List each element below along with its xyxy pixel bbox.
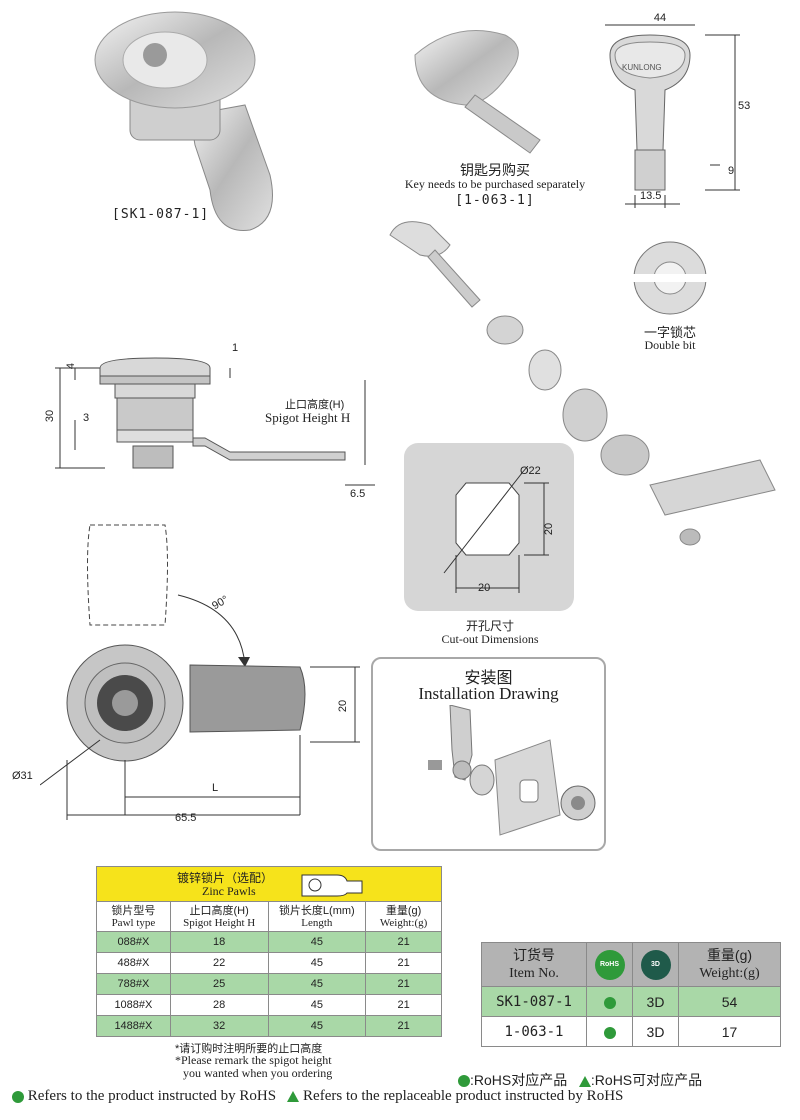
- table-row: 1-063-1 3D 17: [481, 1016, 781, 1047]
- rohs-badge-icon: RoHS: [594, 949, 625, 980]
- legend-cn: :RoHS对应产品 :RoHS可对应产品: [458, 1070, 702, 1090]
- pawl-note-en1: *Please remark the spigot height: [175, 1053, 332, 1067]
- side-view-drawing: [55, 357, 375, 486]
- pawl-col-spigot: 止口高度(H)Spigot Height H: [169, 901, 269, 932]
- install-title-en: Installation Drawing: [418, 684, 559, 703]
- front-total-length: 65.5: [175, 812, 197, 824]
- lock-code: [SK1-087-1]: [112, 207, 210, 222]
- cutout-height: 20: [543, 522, 556, 536]
- legend-en: Refers to the product instructed by RoHS…: [12, 1088, 623, 1105]
- pawl-note-en2: you wanted when you ordering: [183, 1066, 333, 1080]
- legend-rohs-en: Refers to the product instructed by RoHS: [27, 1088, 277, 1104]
- front-width-20: 20: [337, 699, 350, 713]
- front-view-drawing: [40, 524, 360, 820]
- rohs-triangle-icon: [578, 1075, 591, 1087]
- cutout-diameter: Ø22: [520, 465, 541, 477]
- exploded-view: [389, 221, 776, 546]
- key-note-cn: 钥匙另购买: [460, 162, 530, 178]
- side-dim-1: 1: [232, 342, 239, 354]
- key-dim-height: 53: [738, 100, 751, 112]
- rohs-dot-icon: [458, 1075, 470, 1088]
- pawl-col-length: 锁片长度L(mm)Length: [267, 901, 367, 932]
- rohs-triangle-icon: [287, 1091, 300, 1103]
- installation-drawing: [428, 705, 596, 836]
- cutout-width: 20: [478, 582, 491, 594]
- cam-lock-photo: [94, 11, 273, 231]
- cutout-drawing: [443, 472, 549, 593]
- double-bit-drawing: [630, 241, 710, 315]
- front-diameter: Ø31: [12, 770, 33, 782]
- side-dim-30: 30: [44, 409, 57, 423]
- key-dimension-drawing: [605, 24, 740, 208]
- key-dim-base: 13.5: [640, 190, 662, 202]
- side-dim-3: 3: [83, 412, 90, 424]
- table-row: SK1-087-1 3D 54: [481, 986, 781, 1017]
- key-brand: KUNLONG: [622, 63, 662, 72]
- install-title-cn: 安装图: [464, 670, 513, 687]
- pawl-col-weight: 重量(g)Weight:(g): [365, 901, 442, 932]
- double-bit-cn: 一字锁芯: [643, 325, 696, 340]
- pawl-title-en: Zinc Pawls: [202, 884, 256, 898]
- legend-rohs3d-en: Refers to the replaceable product instru…: [303, 1088, 624, 1104]
- pawl-title-cn: 镀锌锁片（选配）: [177, 871, 274, 885]
- key-dim-tip: 9: [728, 165, 735, 177]
- rohs-dot-icon: [603, 1026, 616, 1039]
- rohs-dot-icon: [12, 1090, 24, 1103]
- order-col-rohs: RoHS: [586, 942, 633, 987]
- pawl-icon: [301, 874, 363, 897]
- key-note-en: Key needs to be purchased separately: [404, 177, 586, 191]
- spigot-label-en: Spigot Height H: [265, 410, 351, 425]
- rohs-dot-icon: [603, 996, 616, 1009]
- front-length-L: L: [212, 782, 219, 794]
- spigot-label-cn: 止口高度(H): [285, 399, 345, 411]
- cutout-title-cn: 开孔尺寸: [465, 619, 514, 633]
- side-dim-6-5: 6.5: [350, 488, 366, 500]
- legend-rohs-cn: :RoHS对应产品: [470, 1072, 568, 1088]
- key-code: [1-063-1]: [455, 193, 535, 208]
- cutout-title-en: Cut-out Dimensions: [441, 632, 539, 646]
- order-col-weight: 重量(g)Weight:(g): [678, 942, 781, 987]
- key-dim-width: 44: [653, 12, 667, 24]
- pawl-table-title: 镀锌锁片（选配） Zinc Pawls: [96, 866, 442, 902]
- installation-panel: [371, 657, 606, 851]
- side-dim-4: 4: [65, 362, 78, 370]
- pawl-note-cn: *请订购时注明所要的止口高度: [175, 1043, 323, 1055]
- key-photo: [414, 30, 541, 154]
- double-bit-en: Double bit: [644, 338, 696, 352]
- 3d-badge-icon: 3D: [640, 949, 671, 980]
- legend-rohs3d-cn: :RoHS可对应产品: [590, 1072, 703, 1088]
- order-col-3d: 3D: [632, 942, 679, 987]
